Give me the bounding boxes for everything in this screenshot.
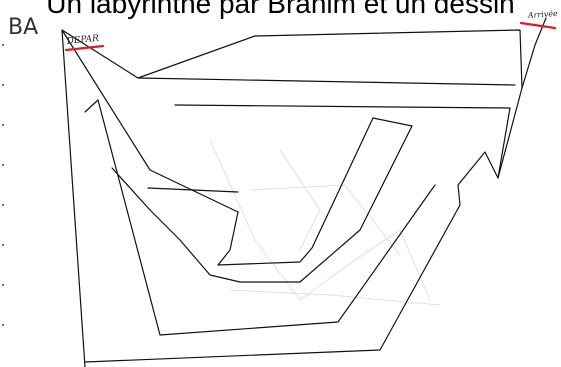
image-caption: Un labyrinthe par Brahim et un dessin (0, 0, 561, 20)
maze-corridor-wall-inner (148, 188, 238, 192)
maze-corridor-wall-middle (175, 105, 510, 178)
start-marker: DEPAR (65, 34, 103, 50)
pencil-sketch-lines (210, 140, 440, 305)
maze-right-wall (522, 18, 546, 88)
start-label: DEPAR (65, 34, 99, 47)
margin-dots (2, 44, 4, 326)
maze-corridor-wall-top (138, 78, 515, 85)
